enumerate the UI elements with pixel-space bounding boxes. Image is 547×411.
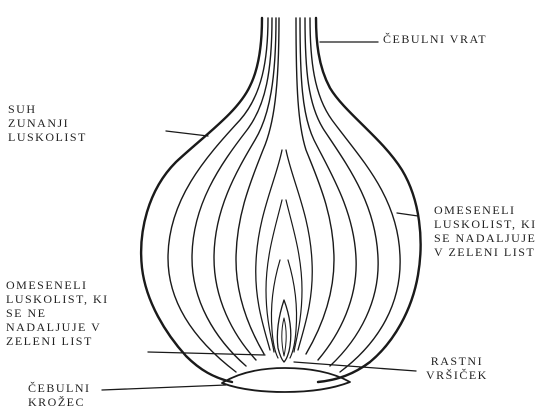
label-line: ZUNANJI	[8, 116, 87, 130]
outer-dry-scale-right	[316, 18, 421, 382]
leader-line-basal-plate	[102, 385, 226, 390]
label-line: LUSKOLIST	[8, 130, 87, 144]
label-line: SE NADALJUJE	[434, 231, 537, 245]
label-line: KROŽEC	[28, 395, 91, 409]
inner-scale-left-1	[168, 18, 268, 372]
label-line: SE NE	[6, 306, 109, 320]
leader-line-dry-scale	[166, 131, 208, 136]
label-fleshy-scale-continuing: OMESENELI LUSKOLIST, KI SE NADALJUJE V Z…	[434, 203, 537, 259]
label-line: ZELENI LIST	[6, 334, 109, 348]
leader-line-fleshy-right	[397, 213, 418, 216]
inner-scale-right-6	[286, 200, 302, 352]
outer-dry-scale	[141, 18, 262, 382]
label-line: SUH	[8, 102, 87, 116]
label-line: OMESENELI	[434, 203, 537, 217]
label-line: ČEBULNI	[28, 381, 91, 395]
label-dry-outer-scale: SUH ZUNANJI LUSKOLIST	[8, 102, 87, 144]
inner-scale-left-5	[256, 150, 282, 350]
label-line: LUSKOLIST, KI	[434, 217, 537, 231]
inner-scale-left-6	[266, 200, 282, 352]
label-line: RASTNI	[426, 354, 488, 368]
growing-tip-inner	[282, 318, 287, 356]
label-growing-tip: RASTNI VRŠIČEK	[426, 354, 488, 382]
label-line: NADALJUJE V	[6, 320, 109, 334]
label-line: OMESENELI	[6, 278, 109, 292]
label-onion-neck: ČEBULNI VRAT	[383, 32, 487, 46]
label-fleshy-scale-not-continuing: OMESENELI LUSKOLIST, KI SE NE NADALJUJE …	[6, 278, 109, 348]
label-line: ČEBULNI VRAT	[383, 32, 487, 46]
growing-tip	[277, 300, 290, 362]
label-line: VRŠIČEK	[426, 368, 488, 382]
label-basal-plate: ČEBULNI KROŽEC	[28, 381, 91, 409]
label-line: V ZELENI LIST	[434, 245, 537, 259]
leader-line-fleshy-left	[148, 352, 265, 355]
inner-scale-right-2	[305, 18, 378, 366]
label-line: LUSKOLIST, KI	[6, 292, 109, 306]
